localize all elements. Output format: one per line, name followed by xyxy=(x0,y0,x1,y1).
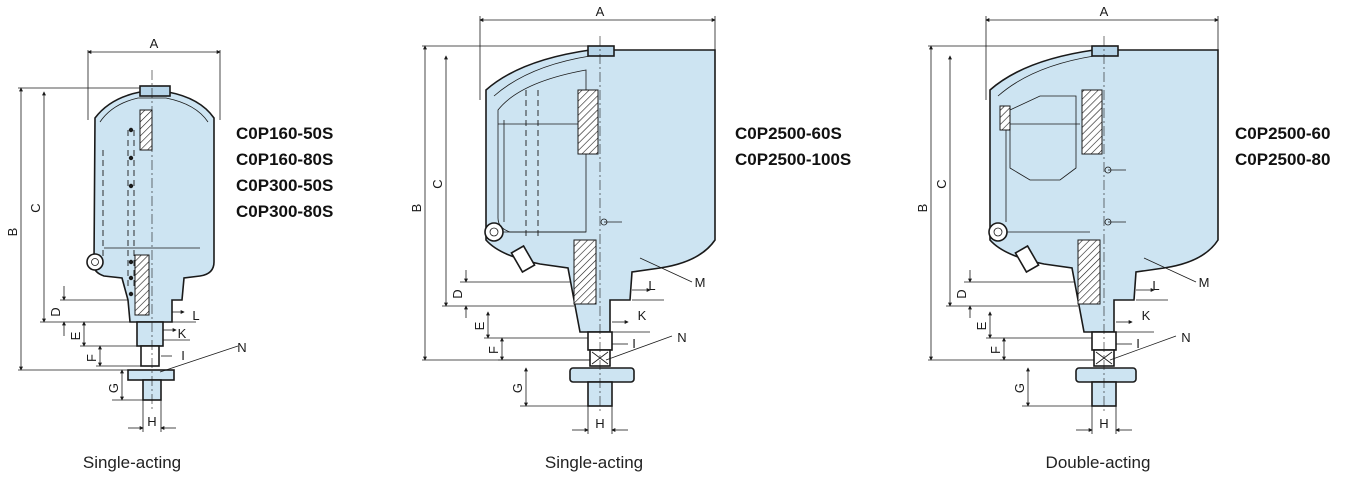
dim-label-e: E xyxy=(974,321,989,330)
dim-label-m: M xyxy=(695,275,706,290)
dim-label-h: H xyxy=(1099,416,1108,431)
dim-label-e: E xyxy=(472,321,487,330)
drawing-caption: Double-acting xyxy=(1046,453,1151,472)
inner-piston xyxy=(497,69,587,233)
model-name: C0P2500-60 xyxy=(1235,124,1330,143)
dim-label-a: A xyxy=(596,4,605,19)
dim-label-n: N xyxy=(1181,330,1190,345)
model-name: C0P160-50S xyxy=(236,124,333,143)
dim-label-g: G xyxy=(106,383,121,393)
dim-label-c: C xyxy=(934,179,949,188)
dim-label-h: H xyxy=(595,416,604,431)
dim-label-f: F xyxy=(486,346,501,354)
dim-label-i: I xyxy=(181,348,185,363)
dim-label-k: K xyxy=(1142,308,1151,323)
drawing-1: A B C D E F G H K xyxy=(5,36,333,472)
drawing-3: A B C D E F G H K xyxy=(915,4,1330,472)
dim-label-m: M xyxy=(1199,275,1210,290)
inner-chamber xyxy=(1009,95,1077,181)
dim-label-d: D xyxy=(954,289,969,298)
tank-body xyxy=(485,49,716,333)
model-name: C0P2500-80 xyxy=(1235,150,1330,169)
dim-label-h: H xyxy=(147,414,156,429)
dim-label-g: G xyxy=(510,383,525,393)
dim-label-e: E xyxy=(68,331,83,340)
model-name: C0P2500-100S xyxy=(735,150,851,169)
dim-label-d: D xyxy=(48,307,63,316)
dim-label-b: B xyxy=(915,204,930,213)
lock-nut xyxy=(569,367,635,383)
drawing-caption: Single-acting xyxy=(545,453,643,472)
dim-label-k: K xyxy=(638,308,647,323)
dim-label-d: D xyxy=(450,289,465,298)
dim-label-c: C xyxy=(28,203,43,212)
dim-label-b: B xyxy=(409,204,424,213)
model-name: C0P300-50S xyxy=(236,176,333,195)
top-cap xyxy=(1091,45,1119,57)
spring-dots xyxy=(128,127,134,297)
flange-bolt xyxy=(484,222,504,242)
model-name: C0P300-80S xyxy=(236,202,333,221)
top-cap xyxy=(139,85,171,97)
dim-label-a: A xyxy=(1100,4,1109,19)
drawing-caption: Single-acting xyxy=(83,453,181,472)
dim-label-b: B xyxy=(5,228,20,237)
lock-nut xyxy=(127,369,175,381)
model-name: C0P2500-60S xyxy=(735,124,842,143)
dim-label-l: L xyxy=(192,308,199,323)
stem xyxy=(136,321,164,347)
dim-label-c: C xyxy=(430,179,445,188)
dim-label-l: L xyxy=(1152,278,1159,293)
top-cap xyxy=(587,45,615,57)
model-name: C0P160-80S xyxy=(236,150,333,169)
dim-label-n: N xyxy=(237,340,246,355)
lock-nut xyxy=(1075,367,1137,383)
dim-label-l: L xyxy=(648,278,655,293)
dim-label-a: A xyxy=(150,36,159,51)
dim-label-n: N xyxy=(677,330,686,345)
dim-label-f: F xyxy=(84,354,99,362)
dim-label-g: G xyxy=(1012,383,1027,393)
drawing-2: A B C D E F G H K xyxy=(409,4,851,472)
dim-label-i: I xyxy=(1136,336,1140,351)
dim-label-f: F xyxy=(988,346,1003,354)
dim-label-k: K xyxy=(178,326,187,341)
flange-bolt xyxy=(86,253,104,271)
dim-label-i: I xyxy=(632,336,636,351)
tank-body xyxy=(92,91,215,323)
flange-bolt xyxy=(988,222,1008,242)
